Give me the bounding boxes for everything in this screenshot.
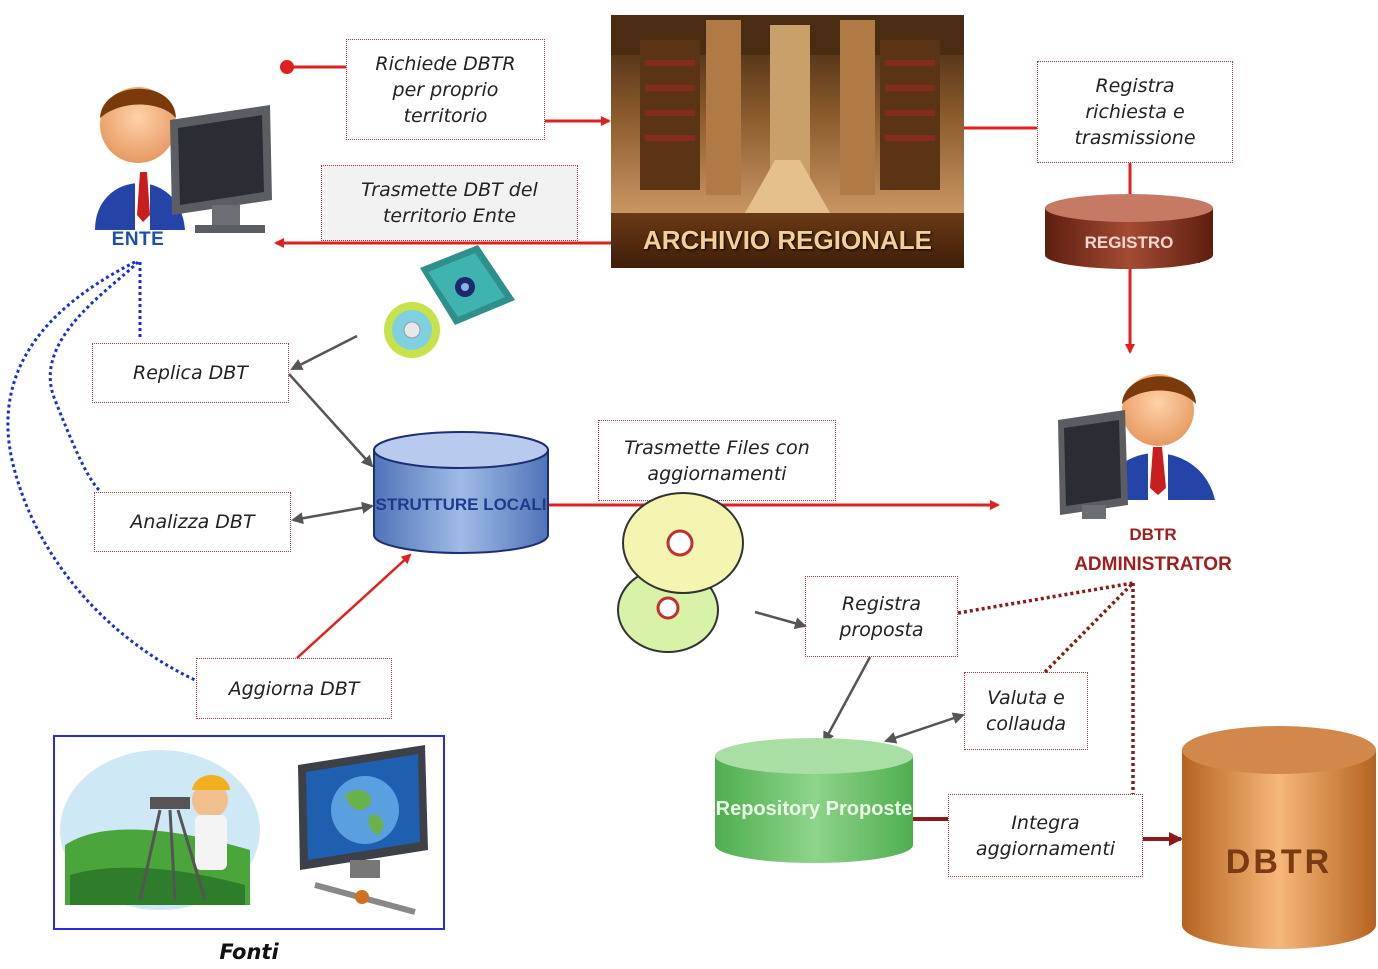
cd-discs-icon <box>617 492 744 653</box>
note-replica-dbt: Replica DBT <box>92 343 289 403</box>
admin-label: DBTR ADMINISTRATOR <box>1048 520 1258 580</box>
registro-label-mask <box>1060 249 1200 263</box>
admin-label-line1: DBTR <box>1129 525 1177 544</box>
repository-label: Repository Proposte <box>716 798 913 820</box>
archive-banner: ARCHIVIO REGIONALE <box>611 212 964 268</box>
archive-library-image <box>611 15 964 213</box>
aggiorna-to-strutture-arrow <box>296 553 412 659</box>
note-integra-aggiornamenti: Integra aggiornamenti <box>948 794 1143 877</box>
note-trasmette-dbt: Trasmette DBT del territorio Ente <box>321 165 578 241</box>
registra-to-repository-arrow <box>822 656 872 744</box>
note-trasmette-files: Trasmette Files con aggiornamenti <box>598 420 836 501</box>
dbtr-database <box>1182 726 1376 949</box>
dbtr-db-label: DBTR <box>1226 843 1332 881</box>
admin-to-valuta-dotted <box>1043 581 1135 674</box>
ente-label: ENTE <box>111 229 165 250</box>
repository-proposte-database <box>715 738 913 863</box>
cd-case-icon <box>384 245 515 358</box>
ente-person-icon <box>95 87 272 233</box>
ente-to-aggiorna-dotted <box>6 260 196 682</box>
fonti-caption: Fonti <box>219 940 279 964</box>
note-richiede-dbtr: Richiede DBTR per proprio territorio <box>346 39 545 140</box>
note-aggiorna-dbt: Aggiorna DBT <box>196 658 392 719</box>
admin-person-icon <box>1058 374 1215 519</box>
note-registra-proposta: Registra proposta <box>805 576 958 657</box>
cd-to-replica-arrow <box>290 334 358 371</box>
strutture-label-mask <box>400 522 520 542</box>
replica-to-strutture-arrow <box>288 373 374 468</box>
admin-label-line2: ADMINISTRATOR <box>1074 554 1232 575</box>
note-valuta-collauda: Valuta e collauda <box>964 672 1088 750</box>
strutture-label: STRUTTURE LOCALI <box>376 495 547 514</box>
request-start-dot <box>280 60 294 74</box>
note-analizza-dbt: Analizza DBT <box>94 492 291 552</box>
valuta-repository-arrow <box>884 712 965 744</box>
note-registra-richiesta: Registra richiesta e trasmissione <box>1037 61 1233 163</box>
admin-to-registra-dotted <box>957 581 1134 615</box>
cds-to-registra-arrow <box>754 610 807 630</box>
analizza-strutture-arrow <box>291 501 374 525</box>
fonti-box <box>53 735 445 930</box>
